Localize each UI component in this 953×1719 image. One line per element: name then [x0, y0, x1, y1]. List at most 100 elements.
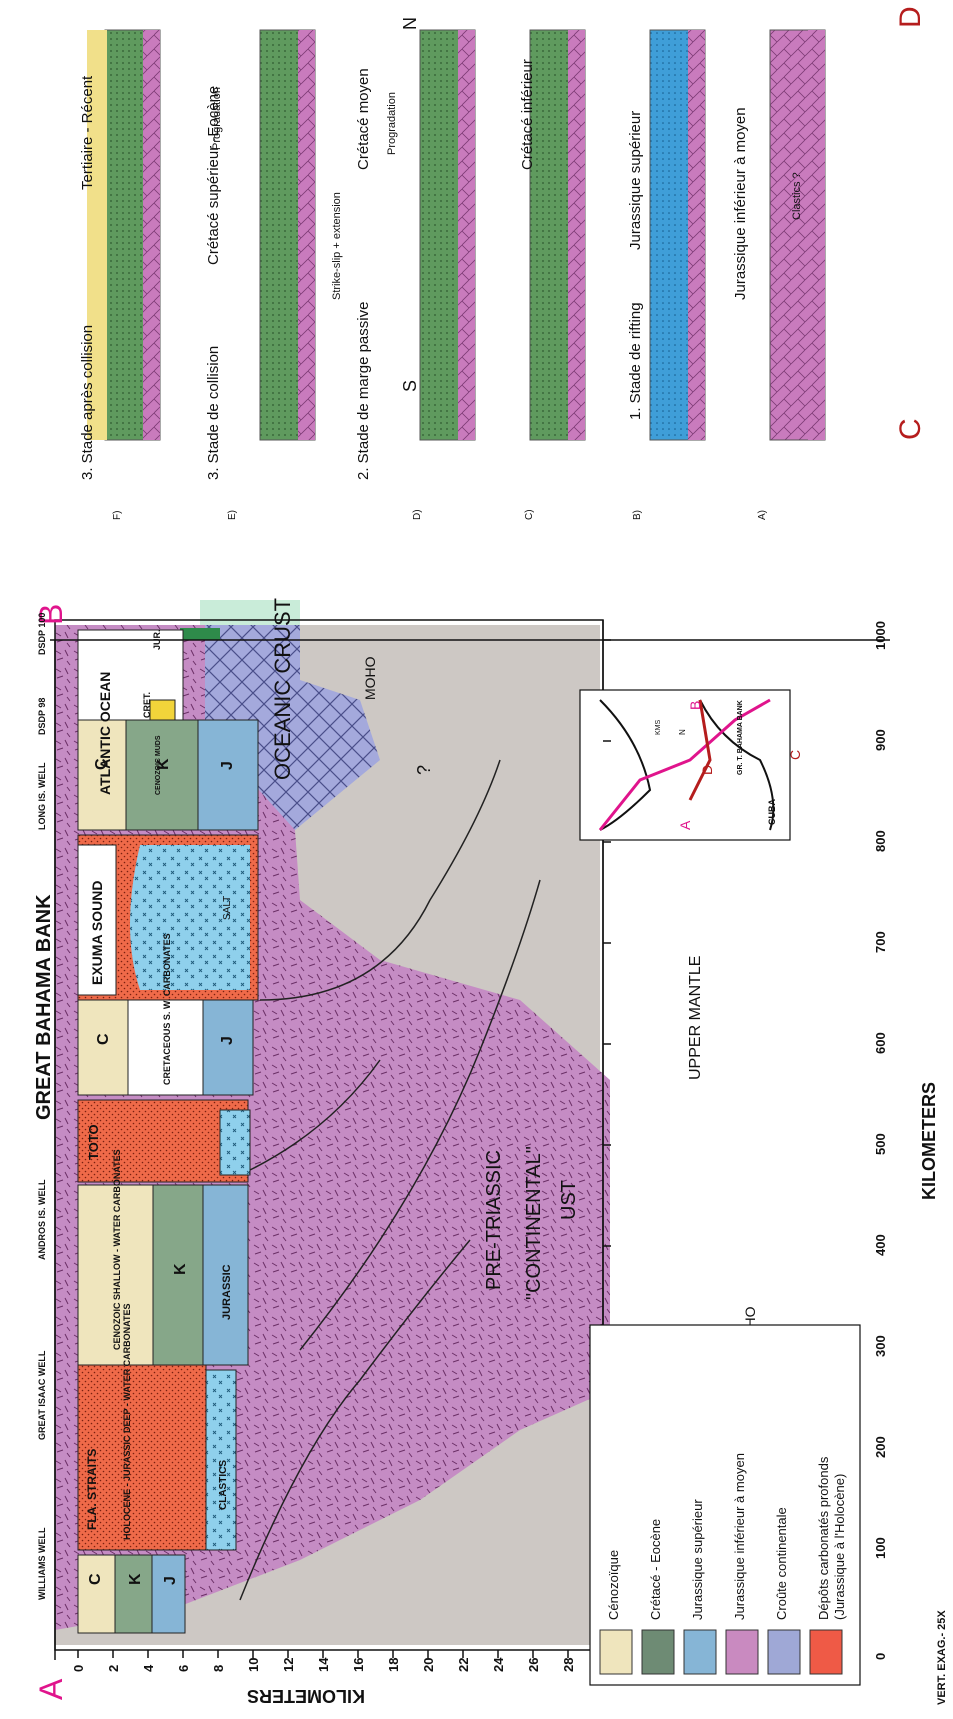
stage-note: Strike-slip + extension	[331, 192, 343, 300]
stage-note: Clastics ?	[791, 172, 803, 220]
stage-period: Jurassique supérieur	[627, 111, 644, 250]
inset-label-kms: KMS	[655, 720, 662, 736]
dir-n: N	[400, 17, 420, 30]
cd-basement	[568, 30, 585, 440]
inset-map	[579, 689, 791, 841]
label-j-cret: J	[219, 1036, 236, 1045]
y-tick-label: 26	[526, 1658, 541, 1672]
y-axis-label: KILOMETERS	[247, 1686, 365, 1706]
legend-label: Crétacé - Eocène	[648, 1519, 663, 1620]
x-tick-label: 400	[873, 1234, 888, 1256]
y-tick-label: 18	[386, 1658, 401, 1672]
stage-period: Crétacé supérieur -Eocène	[205, 86, 222, 265]
fault-line	[239, 1239, 471, 1601]
inset-point-d: D	[699, 765, 715, 775]
col-cenozoic-andros	[77, 1184, 154, 1366]
ocean-floor-band	[200, 600, 300, 625]
col-j-williams	[151, 1554, 186, 1634]
well-label: DSDP 98	[37, 698, 47, 735]
label-clastics: CLASTICS	[218, 1460, 229, 1510]
well-label: LONG IS. WELL	[37, 762, 47, 830]
fla-straits-body	[77, 1364, 207, 1551]
x-tick-label: 100	[873, 1537, 888, 1559]
label-cret: CRET.	[142, 692, 152, 718]
inset-map-frame	[579, 689, 791, 841]
cd-basement	[808, 30, 825, 440]
exuma-salt	[130, 845, 250, 990]
exuma-label-box	[77, 844, 117, 996]
label-oceanic-crust: OCEANIC CRUST	[270, 598, 295, 780]
label-k-andros: K	[172, 1263, 189, 1275]
inset-profile-ab	[598, 698, 771, 831]
x-tick-label: 0	[873, 1653, 888, 1660]
inset-label-n: N	[678, 729, 687, 735]
y-tick-label: 6	[176, 1665, 191, 1672]
y-tick-labels: 024681012141618202224262830	[71, 1650, 611, 1672]
cd-basement	[458, 30, 475, 440]
inset-profile-cd	[688, 699, 712, 801]
label-upper-mantle: UPPER MANTLE	[687, 956, 704, 1080]
stage-title: 1. Stade de rifting	[627, 302, 644, 420]
x-tick-label: 600	[873, 1032, 888, 1054]
label-atlantic-ocean: ATLANTIC OCEAN	[97, 672, 113, 795]
y-tick-label: 28	[561, 1658, 576, 1672]
stage-letter: E)	[227, 510, 238, 520]
col-c-williams	[77, 1554, 116, 1634]
y-tick-label: 14	[316, 1657, 331, 1672]
label-c-cret: C	[95, 1033, 112, 1045]
label-jurassic: JURASSIC	[221, 1264, 233, 1320]
cenozoic-muds-box	[149, 699, 176, 721]
cd-basement	[143, 30, 160, 440]
cd-basement	[298, 30, 315, 440]
legend-box	[589, 1324, 861, 1686]
inset-coast	[699, 699, 775, 831]
label-pre-triassic: PRE-TRIASSIC	[483, 1150, 505, 1290]
stage-period: Crétacé moyen	[355, 68, 372, 170]
inset-label-bank: GR. T. BAHAMA BANK	[737, 700, 744, 775]
section-title: GREAT BAHAMA BANK	[33, 894, 55, 1120]
label-k-long: K	[155, 758, 172, 770]
stage-letter: B)	[632, 510, 643, 520]
point-a-label: A	[33, 1678, 69, 1700]
y-tick-label: 24	[491, 1657, 506, 1672]
label-jur: JUR.	[152, 629, 162, 650]
col-j-long	[197, 719, 259, 831]
y-tick-label: 8	[211, 1665, 226, 1672]
cret-strip	[180, 628, 220, 640]
label-cenozoic-shallow: CENOZOIC SHALLOW - WATER CARBONATES	[112, 1149, 122, 1350]
x-tick-label: 300	[873, 1335, 888, 1357]
col-c-cret	[77, 999, 129, 1096]
stage-title: 3. Stade de collision	[205, 346, 222, 480]
stage-note: Progradation	[211, 87, 223, 150]
legend-swatch	[599, 1629, 633, 1675]
stage-letter: C)	[524, 509, 535, 520]
x-tick-label: 700	[873, 931, 888, 953]
col-jurassic-andros	[202, 1184, 249, 1366]
label-question: ?	[414, 765, 434, 775]
label-exuma-sound: EXUMA SOUND	[89, 881, 105, 986]
x-tick-label: 900	[873, 729, 888, 751]
vert-exag: VERT. EXAG.- 25X	[936, 1610, 948, 1705]
legend-label: Jurassique supérieur	[690, 1499, 705, 1620]
legend-swatch	[809, 1629, 843, 1675]
y-tick-label: 0	[71, 1665, 86, 1672]
label-salt: SALT	[222, 896, 233, 920]
legend-label: (Jurassique à l'Holocène)	[832, 1474, 847, 1620]
well-label: GREAT ISAAC WELL	[37, 1350, 47, 1440]
x-axis-label: KILOMETERS	[919, 1082, 939, 1200]
stage-title: 2. Stade de marge passive	[355, 302, 372, 480]
col-c-long	[77, 719, 127, 831]
legend-label: Cénozoïque	[606, 1550, 621, 1620]
legend-swatch	[683, 1629, 717, 1675]
stage-period: Crétacé inférieur	[519, 59, 536, 170]
inset-point-a: A	[677, 820, 693, 830]
legend-swatch	[641, 1629, 675, 1675]
section-ab	[50, 600, 890, 1660]
label-moho-oceanic: MOHO	[362, 656, 378, 700]
well-label: ANDROS IS. WELL	[37, 1179, 47, 1260]
x-tick-label: 1000	[873, 621, 888, 650]
y-tick-label: 20	[421, 1658, 436, 1672]
fault-line	[299, 879, 541, 1351]
